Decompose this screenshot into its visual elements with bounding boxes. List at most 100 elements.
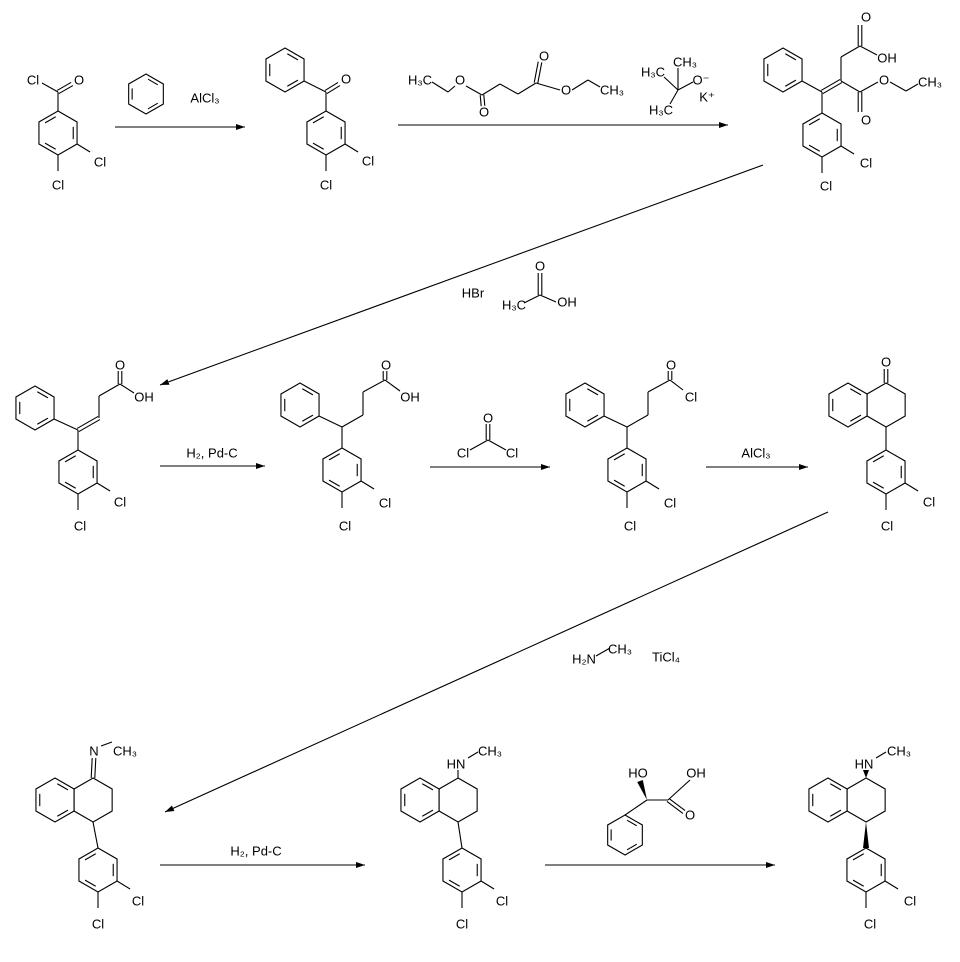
aromatic-bond <box>626 843 638 851</box>
compound-racemic-sertraline: HN CH₃ Cl Cl <box>400 744 508 932</box>
ring <box>35 777 75 823</box>
reagent-label: H₂, Pd-C <box>230 844 281 859</box>
atom-label: Cl <box>52 178 64 193</box>
aromatic-bond <box>872 481 884 489</box>
aromatic-bond <box>830 783 842 791</box>
bond <box>669 379 684 391</box>
ring <box>128 73 164 115</box>
atom-label: HN <box>447 757 466 772</box>
atom-label: O <box>685 808 695 823</box>
bond <box>663 76 679 91</box>
aromatic-bond <box>37 391 49 399</box>
aromatic-bond <box>312 116 324 124</box>
compound-tetralone: O Cl Cl <box>828 355 935 534</box>
aromatic-bond <box>287 53 299 61</box>
bond <box>517 82 537 95</box>
ring <box>808 777 848 823</box>
ring <box>866 449 906 495</box>
bond <box>457 821 463 849</box>
atom-label: OH <box>134 390 154 405</box>
bond <box>119 383 135 394</box>
ring <box>78 847 118 893</box>
double-bond <box>78 419 101 433</box>
ring <box>565 382 605 428</box>
bond <box>669 89 679 105</box>
reagent-potassium-tert-butoxide: H₃C CH₃ O⁻ K⁺ H₃C <box>641 55 715 118</box>
bond <box>499 83 519 95</box>
atom-label: OH <box>557 295 577 310</box>
atom-label: Cl <box>624 519 636 534</box>
ring <box>306 110 346 156</box>
bond <box>859 81 879 93</box>
atom-label: Cl <box>685 390 697 405</box>
atom-label: Cl <box>881 519 893 534</box>
atom-label: CH₃ <box>608 642 632 657</box>
atom-label: O <box>535 259 545 274</box>
ring <box>607 814 643 856</box>
bond <box>677 81 694 91</box>
ring <box>322 447 362 493</box>
bond <box>96 482 111 492</box>
aromatic-bond <box>287 79 299 87</box>
atom-label: H₃C <box>641 65 665 80</box>
double-bond <box>324 81 339 91</box>
atom-label: CH₃ <box>600 83 624 98</box>
ring <box>280 382 320 428</box>
bond <box>626 414 649 428</box>
bond <box>344 143 359 153</box>
atom-label: Cl <box>456 917 468 932</box>
atom-label: Cl <box>923 495 935 510</box>
reagent-hbr-acetic-acid: HBr O OH H₃C <box>462 259 577 313</box>
atom-label: CH₃ <box>673 55 697 70</box>
bond <box>889 81 907 92</box>
atom-label: OH <box>686 766 706 781</box>
ring <box>442 847 482 893</box>
atom-label: Cl <box>664 496 676 511</box>
wedge-bond <box>637 779 647 800</box>
bond <box>318 415 343 428</box>
bond <box>116 880 131 890</box>
double-bond <box>90 757 93 778</box>
bond <box>875 751 887 759</box>
atom-label: CH₃ <box>887 744 911 759</box>
atom-label: Cl <box>496 894 508 909</box>
ring <box>763 47 803 93</box>
bond <box>447 85 456 93</box>
aromatic-bond <box>312 142 324 150</box>
atom-label: Cl <box>379 496 391 511</box>
atom-label: O <box>861 10 871 25</box>
ring <box>73 777 113 823</box>
atom-label: H₃C <box>649 103 673 118</box>
reagent-diethyl-succinate: H₃C O O O O CH₃ <box>408 49 624 120</box>
aromatic-bond <box>84 853 96 861</box>
bond <box>840 145 855 155</box>
bond <box>840 80 861 93</box>
atom-label: Cl <box>860 156 872 171</box>
bond <box>571 79 589 91</box>
compound-imine: N CH₃ Cl Cl <box>35 741 144 932</box>
atom-label: O <box>561 83 571 98</box>
aromatic-bond <box>147 102 159 110</box>
atom-label: O <box>483 411 493 426</box>
atom-label: OH <box>400 390 420 405</box>
bond <box>647 379 671 393</box>
bond <box>53 418 79 431</box>
atom-label: Cl <box>457 446 469 461</box>
atom-label: HN <box>855 757 874 772</box>
aromatic-bond <box>852 879 864 887</box>
bond <box>905 83 919 92</box>
atom-label: Cl <box>132 894 144 909</box>
double-bond <box>56 81 72 91</box>
bond <box>487 439 507 451</box>
bond <box>92 821 99 849</box>
double-bond <box>820 78 841 91</box>
atom-label: O⁻ <box>693 73 710 88</box>
ring <box>38 110 78 156</box>
atom-label: Cl <box>320 178 332 193</box>
ring <box>265 47 305 93</box>
aromatic-bond <box>57 809 69 817</box>
bond <box>667 779 691 801</box>
bond <box>362 379 386 393</box>
atom-label: Cl <box>74 519 86 534</box>
atom-label: H₃C <box>502 298 526 313</box>
